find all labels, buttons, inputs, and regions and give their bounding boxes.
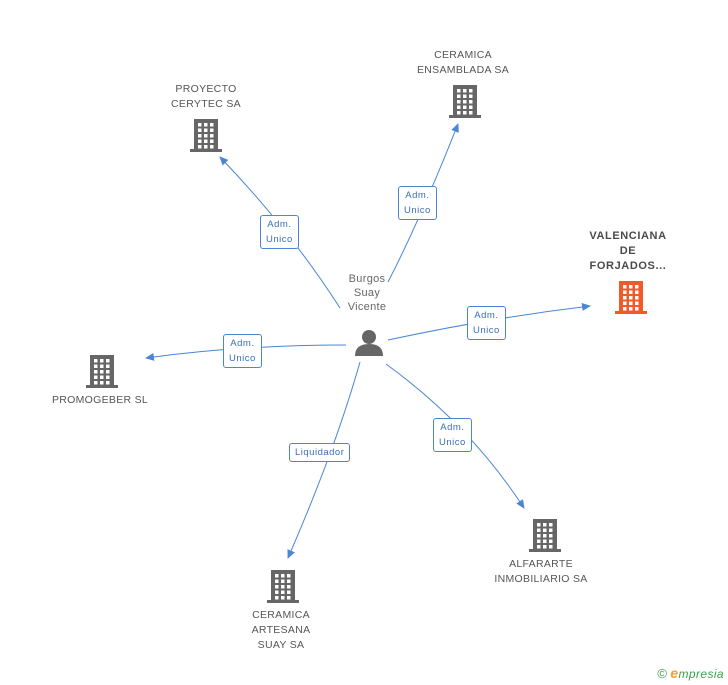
edge-label-valenciana[interactable]: Adm. Unico: [467, 306, 506, 340]
company-label-alfararte[interactable]: ALFARARTE INMOBILIARIO SA: [494, 558, 588, 585]
company-label-ceramica-ensamblada[interactable]: CERAMICA ENSAMBLADA SA: [416, 49, 510, 76]
footer-brand: ©empresia: [657, 665, 724, 681]
company-label-proyecto[interactable]: PROYECTO CERYTEC SA: [171, 83, 241, 110]
building-icon-proyecto[interactable]: [190, 119, 222, 152]
edge-label-ceramica-ensamblada[interactable]: Adm. Unico: [398, 186, 437, 220]
building-icon-ceramica-artesana[interactable]: [267, 570, 299, 603]
person-icon[interactable]: [355, 330, 383, 356]
company-label-promogeber[interactable]: PROMOGEBER SL: [51, 394, 149, 406]
edge-label-alfararte[interactable]: Adm. Unico: [433, 418, 472, 452]
brand-initial: e: [670, 665, 679, 681]
brand-name: mpresia: [678, 667, 724, 681]
copyright-symbol: ©: [657, 666, 668, 681]
edge-label-proyecto[interactable]: Adm. Unico: [260, 215, 299, 249]
company-label-valenciana[interactable]: VALENCIANA DE FORJADOS...: [589, 230, 667, 272]
building-icon-promogeber[interactable]: [86, 355, 118, 388]
company-label-ceramica-artesana[interactable]: CERAMICA ARTESANA SUAY SA: [251, 609, 311, 651]
building-icon-alfararte[interactable]: [529, 519, 561, 552]
edge-label-ceramica-artesana[interactable]: Liquidador: [289, 443, 351, 462]
person-name[interactable]: Burgos Suay Vicente: [347, 273, 387, 313]
building-icon-ceramica-ensamblada[interactable]: [449, 85, 481, 118]
edge-label-promogeber[interactable]: Adm. Unico: [223, 334, 262, 368]
icons-layer: [86, 85, 647, 603]
building-icon-valenciana[interactable]: [615, 281, 647, 314]
